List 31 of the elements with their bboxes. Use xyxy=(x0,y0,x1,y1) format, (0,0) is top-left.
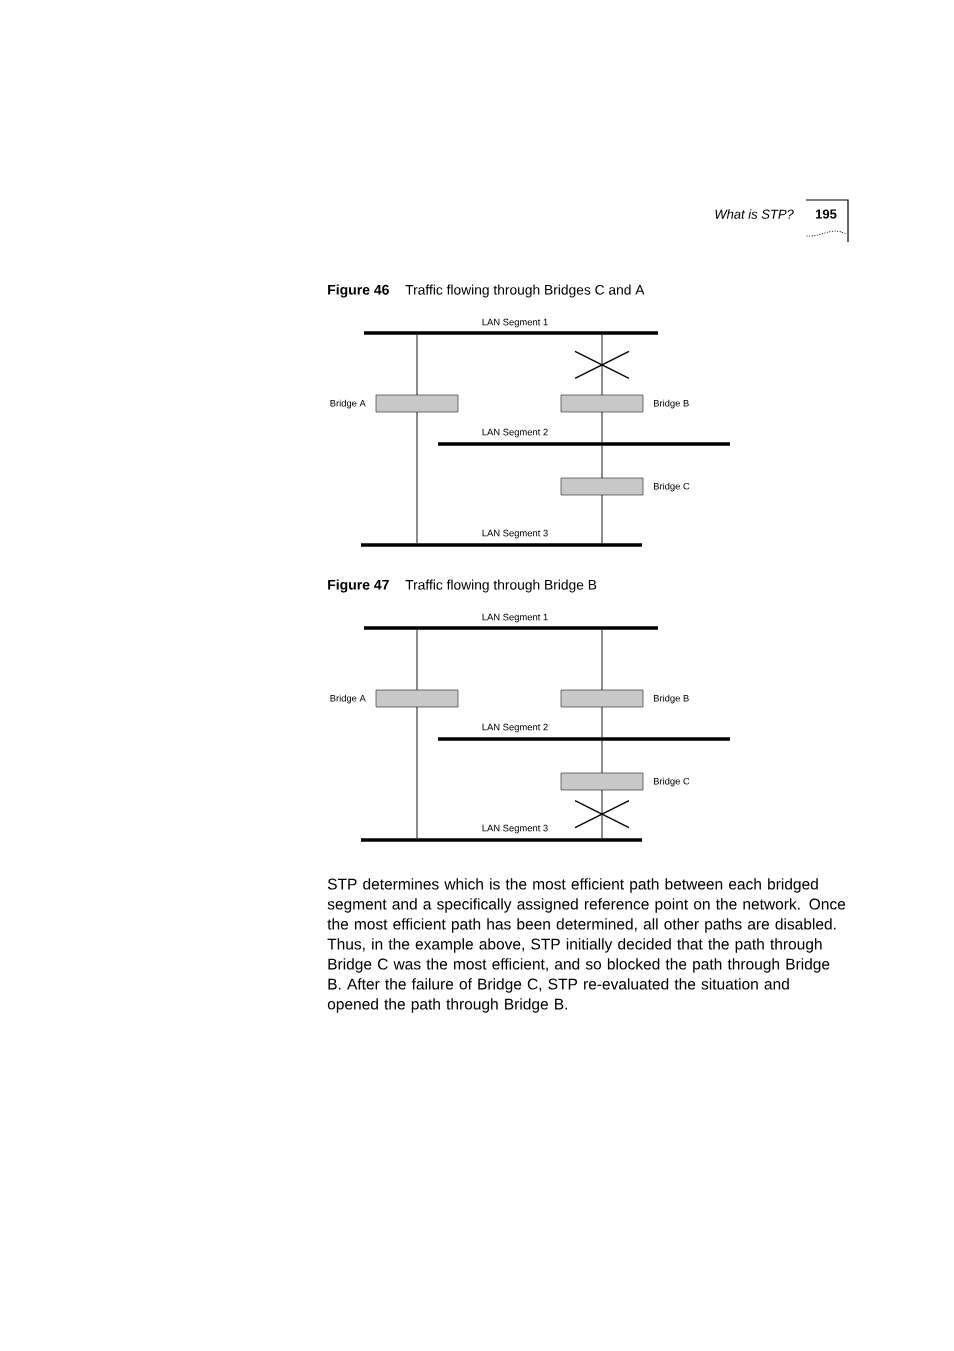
segment-label: LAN Segment 3 xyxy=(482,529,548,539)
connector-line xyxy=(416,411,418,544)
connector-line xyxy=(601,494,603,544)
connector-line xyxy=(601,706,603,738)
connector-line xyxy=(601,411,603,443)
segment-label: LAN Segment 3 xyxy=(482,824,548,834)
bridge-label: Bridge A xyxy=(330,694,366,704)
body-paragraph: STP determines which is the most efficient path between each bridged segment and a specifically assigned reference point on the network. Once the most efficient path has been determined, all other paths are disabled. Thus, in the example above, STP initially decided that the path through Bridge C was the most efficient, and so blocked the path through Bridge B. After the failure of Bridge C, STP re-evaluated the situation and opened the path through Bridge B. xyxy=(327,878,846,1013)
segment-label: LAN Segment 1 xyxy=(482,318,548,328)
connector-line xyxy=(601,740,603,774)
figure-number: Figure 47 xyxy=(328,579,389,593)
segment-label: LAN Segment 2 xyxy=(482,428,548,438)
connector-line xyxy=(416,706,418,839)
page-number: 195 xyxy=(805,199,849,243)
connector-line xyxy=(601,334,603,396)
segment-label: LAN Segment 2 xyxy=(482,723,548,733)
connector-line xyxy=(601,445,603,479)
bridge-label: Bridge C xyxy=(653,777,690,787)
connector-line xyxy=(416,334,418,396)
connector-line xyxy=(601,629,603,691)
figure-number: Figure 46 xyxy=(328,284,389,298)
bridge-label: Bridge C xyxy=(653,482,690,492)
bridge-label: Bridge B xyxy=(653,399,689,409)
running-header: What is STP? xyxy=(715,209,794,219)
segment-label: LAN Segment 1 xyxy=(482,613,548,623)
figure-caption: Traffic flowing through Bridge B xyxy=(405,579,597,593)
bridge-label: Bridge A xyxy=(330,399,366,409)
bridge-label: Bridge B xyxy=(653,694,689,704)
connector-line xyxy=(416,629,418,691)
connector-line xyxy=(601,789,603,839)
figure-caption: Traffic flowing through Bridges C and A xyxy=(405,284,645,298)
